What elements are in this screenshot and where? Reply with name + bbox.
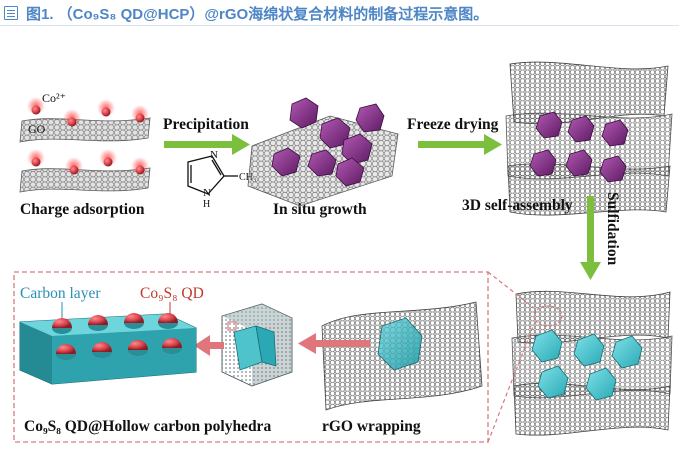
- mol-n-bottom: N: [203, 187, 211, 199]
- qd-label: Co₉S₈ QD: [140, 285, 204, 302]
- precipitation-label: Precipitation: [163, 116, 249, 133]
- zoom-line-bottom: [487, 323, 535, 443]
- final-sponge-composite: [511, 290, 673, 436]
- co2-label: Co²⁺: [42, 91, 66, 105]
- cyan-hollow-polyhedra: [531, 329, 643, 401]
- caption-divider: [0, 25, 679, 26]
- freeze-drying-label: Freeze drying: [407, 116, 499, 133]
- freeze-drying-arrow: [418, 134, 502, 155]
- charge-adsorption-label: Charge adsorption: [20, 201, 145, 218]
- co9s8-quantum-dots: [52, 313, 182, 360]
- hollow-carbon-cube: [221, 303, 293, 387]
- zif-polyhedra: [271, 97, 385, 187]
- figure-caption-bar: 图1. （Co₉S₈ QD@HCP）@rGO海绵状复合材料的制备过程示意图。: [0, 0, 679, 26]
- co-ion-glows: [27, 97, 149, 175]
- zoom-line-top: [487, 271, 535, 309]
- mol-h: H: [203, 199, 210, 210]
- go-label: GO: [28, 122, 46, 136]
- qd-zoom-marker: [227, 321, 237, 331]
- rgo-wrapping-illustration: [321, 301, 483, 411]
- zoom-dashed-box: [13, 271, 489, 443]
- go-sheets-with-co-ions: [19, 97, 151, 193]
- red-arrow-1: [298, 333, 370, 354]
- rgo-wrapping-label: rGO wrapping: [322, 418, 421, 435]
- assembled-zif-polyhedra: [529, 111, 629, 183]
- self-assembly-illustration: [505, 61, 673, 216]
- figure-caption: 图1. （Co₉S₈ QD@HCP）@rGO海绵状复合材料的制备过程示意图。: [26, 6, 489, 23]
- sulfidation-label: Sulfidation: [604, 192, 621, 266]
- self-assembly-label: 3D self-assembly: [462, 197, 573, 214]
- carbon-layer-with-qds: [19, 302, 197, 385]
- mol-ch3: CH₃: [239, 172, 256, 183]
- final-product-label: Co₉S₈ QD@Hollow carbon polyhedra: [24, 418, 271, 435]
- sulfidation-arrow: [580, 196, 601, 280]
- in-situ-growth-label: In situ growth: [273, 201, 367, 218]
- document-list-icon: [4, 6, 18, 20]
- carbon-layer-label: Carbon layer: [20, 285, 101, 302]
- synthesis-schematic: Co²⁺ GO Charge adsorption Precipitation …: [13, 61, 673, 443]
- in-situ-growth-illustration: [247, 97, 399, 207]
- precipitation-arrow: [164, 134, 250, 155]
- red-arrow-2: [194, 335, 224, 356]
- 2-methylimidazole-molecule: [187, 155, 238, 195]
- mol-n-top: N: [210, 149, 218, 161]
